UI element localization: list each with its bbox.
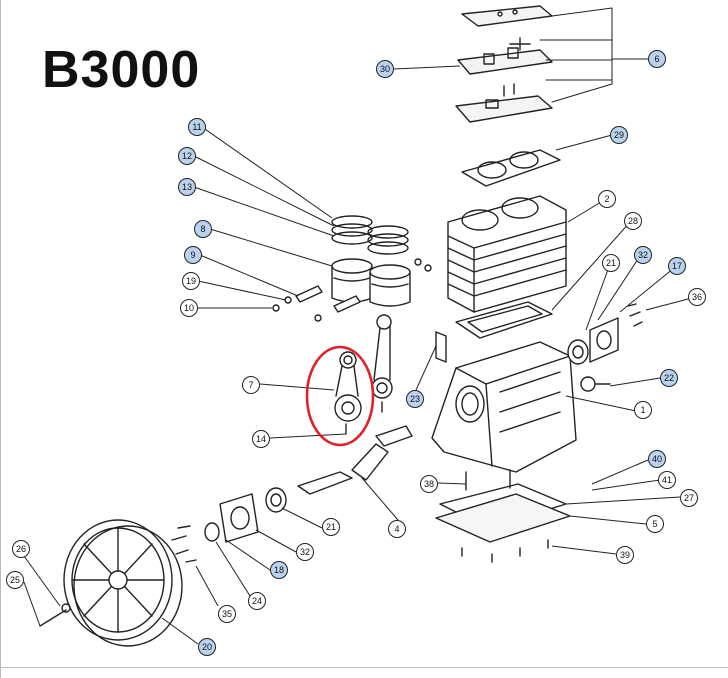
head-gasket (461, 149, 561, 187)
callout-41[interactable]: 41 (658, 471, 676, 489)
callout-21[interactable]: 21 (602, 254, 620, 272)
callout-21-lower[interactable]: 21 (322, 518, 340, 536)
crankshaft (297, 425, 413, 495)
callout-28[interactable]: 28 (624, 212, 642, 230)
callout-39[interactable]: 39 (616, 546, 634, 564)
callout-24[interactable]: 24 (248, 592, 266, 610)
cylinder-block (447, 195, 567, 313)
bearing-housing-left (171, 487, 287, 563)
callout-27[interactable]: 27 (680, 489, 698, 507)
callout-29[interactable]: 29 (610, 126, 628, 144)
callout-13[interactable]: 13 (178, 178, 196, 196)
callout-2[interactable]: 2 (598, 190, 616, 208)
flywheel-pulley (39, 519, 183, 647)
bearing-housing-right (567, 303, 643, 365)
frame-left-border (0, 0, 1, 678)
callout-5[interactable]: 5 (646, 515, 664, 533)
callout-40[interactable]: 40 (648, 450, 666, 468)
callout-25[interactable]: 25 (6, 571, 24, 589)
callout-6[interactable]: 6 (648, 50, 666, 68)
callout-23[interactable]: 23 (406, 390, 424, 408)
callout-19[interactable]: 19 (182, 272, 200, 290)
callout-18[interactable]: 18 (270, 561, 288, 579)
callout-12[interactable]: 12 (178, 147, 196, 165)
piston-rings (331, 215, 409, 255)
connecting-rod-right (371, 314, 393, 413)
callout-10[interactable]: 10 (180, 299, 198, 317)
highlight-ellipse (305, 345, 375, 447)
oil-plug (580, 376, 611, 392)
pistons (331, 258, 432, 307)
callout-17[interactable]: 17 (668, 257, 686, 275)
callout-30[interactable]: 30 (376, 60, 394, 78)
callout-32[interactable]: 32 (634, 246, 652, 264)
callout-1[interactable]: 1 (634, 401, 652, 419)
crankcase (431, 341, 577, 473)
callout-14[interactable]: 14 (252, 430, 270, 448)
valve-plate-bottom (455, 83, 553, 123)
base-gasket (455, 301, 553, 339)
connecting-rod-left (334, 351, 362, 435)
callout-7[interactable]: 7 (242, 376, 260, 394)
callout-38[interactable]: 38 (420, 475, 438, 493)
callout-22[interactable]: 22 (660, 369, 678, 387)
breather (435, 331, 447, 363)
callout-8[interactable]: 8 (194, 220, 212, 238)
callout-35[interactable]: 35 (218, 605, 236, 623)
callout-20[interactable]: 20 (198, 638, 216, 656)
callout-26[interactable]: 26 (12, 540, 30, 558)
callout-9[interactable]: 9 (184, 246, 202, 264)
callout-32-lower[interactable]: 32 (296, 543, 314, 561)
callout-36[interactable]: 36 (688, 288, 706, 306)
callout-11[interactable]: 11 (188, 118, 206, 136)
frame-bottom-border (0, 667, 728, 668)
callout-4[interactable]: 4 (388, 520, 406, 538)
piston-pins (272, 285, 361, 322)
valve-plate-top (461, 5, 553, 27)
valve-plate-middle (457, 37, 553, 75)
diagram-title: B3000 (42, 41, 201, 99)
